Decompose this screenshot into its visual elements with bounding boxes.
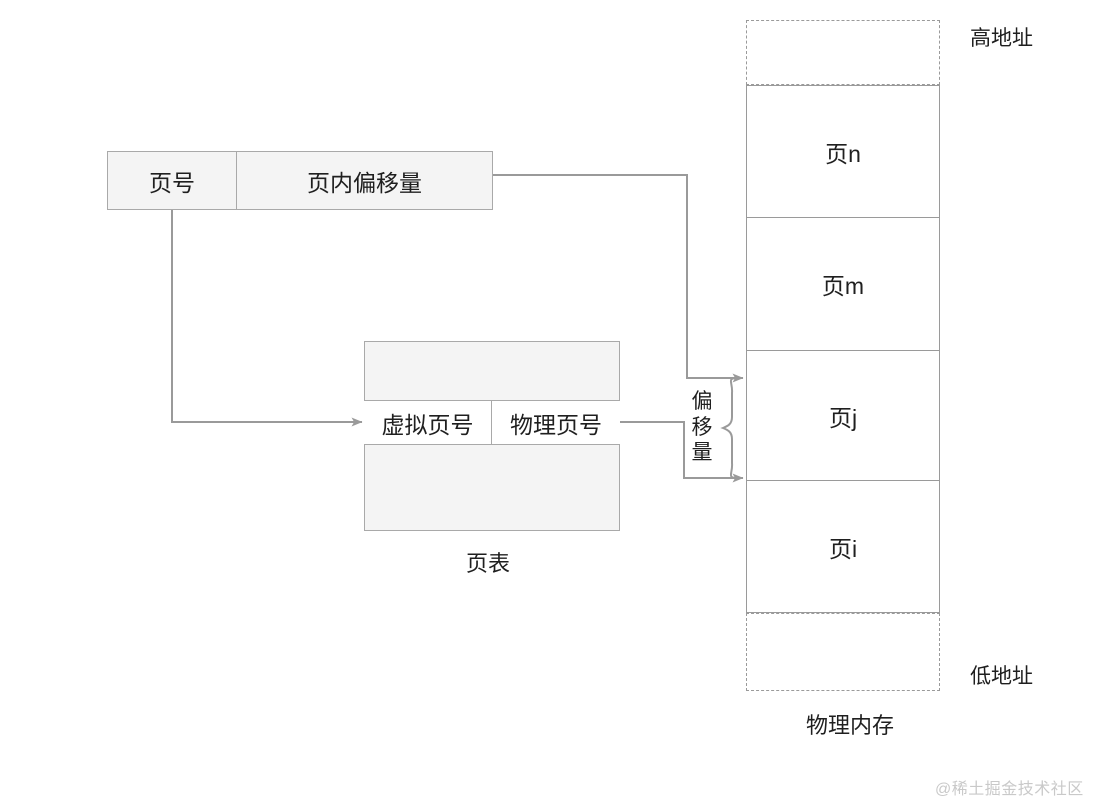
offset-brace bbox=[720, 377, 739, 479]
page-table-physical-page-number-cell: 物理页号 bbox=[492, 401, 620, 444]
virtual-address-offset-box: 页内偏移量 bbox=[236, 151, 493, 210]
memory-cell-page-j: 页j bbox=[747, 351, 939, 481]
memory-cell-page-i: 页i bbox=[747, 481, 939, 612]
memory-solid-region: 页n 页m 页j 页i bbox=[746, 85, 940, 613]
offset-brace-label: 偏 移 量 bbox=[689, 389, 715, 466]
watermark: @稀土掘金技术社区 bbox=[935, 775, 1084, 799]
page-table-caption: 页表 bbox=[466, 553, 510, 575]
low-address-label: 低地址 bbox=[970, 666, 1033, 687]
memory-cell-page-n: 页n bbox=[747, 86, 939, 218]
offset-brace-char-1: 偏 bbox=[691, 390, 713, 413]
memory-cell-page-j-label: 页j bbox=[828, 404, 858, 431]
page-table-virtual-page-number-cell: 虚拟页号 bbox=[364, 401, 492, 444]
virtual-address-page-number-label: 页号 bbox=[149, 169, 195, 196]
watermark-text: @稀土掘金技术社区 bbox=[935, 781, 1084, 798]
high-address-text: 高地址 bbox=[970, 27, 1033, 50]
physical-memory-caption-text: 物理内存 bbox=[806, 713, 895, 738]
memory-top-dashed-region bbox=[746, 20, 940, 85]
physical-memory-caption: 物理内存 bbox=[806, 715, 894, 737]
memory-cell-page-m-label: 页m bbox=[821, 273, 865, 299]
arrow-pagetable-to-memory bbox=[620, 421, 744, 483]
low-address-text: 低地址 bbox=[970, 665, 1033, 688]
memory-cell-page-i-label: 页i bbox=[828, 535, 858, 562]
page-table-physical-page-number-label: 物理页号 bbox=[510, 411, 602, 438]
page-table-entry-row: 虚拟页号 物理页号 bbox=[364, 400, 620, 445]
page-table-caption-text: 页表 bbox=[466, 551, 511, 576]
memory-bottom-dashed-region bbox=[746, 613, 940, 691]
page-table-virtual-page-number-label: 虚拟页号 bbox=[381, 411, 474, 438]
memory-cell-page-m: 页m bbox=[747, 218, 939, 351]
high-address-label: 高地址 bbox=[970, 28, 1033, 49]
arrow-pagenumber-to-pagetable bbox=[171, 210, 363, 427]
virtual-address-page-number-box: 页号 bbox=[107, 151, 237, 210]
offset-brace-char-3: 量 bbox=[691, 441, 713, 465]
offset-brace-char-2: 移 bbox=[691, 415, 713, 439]
memory-cell-page-n-label: 页n bbox=[825, 140, 861, 167]
virtual-address-offset-label: 页内偏移量 bbox=[307, 169, 422, 196]
